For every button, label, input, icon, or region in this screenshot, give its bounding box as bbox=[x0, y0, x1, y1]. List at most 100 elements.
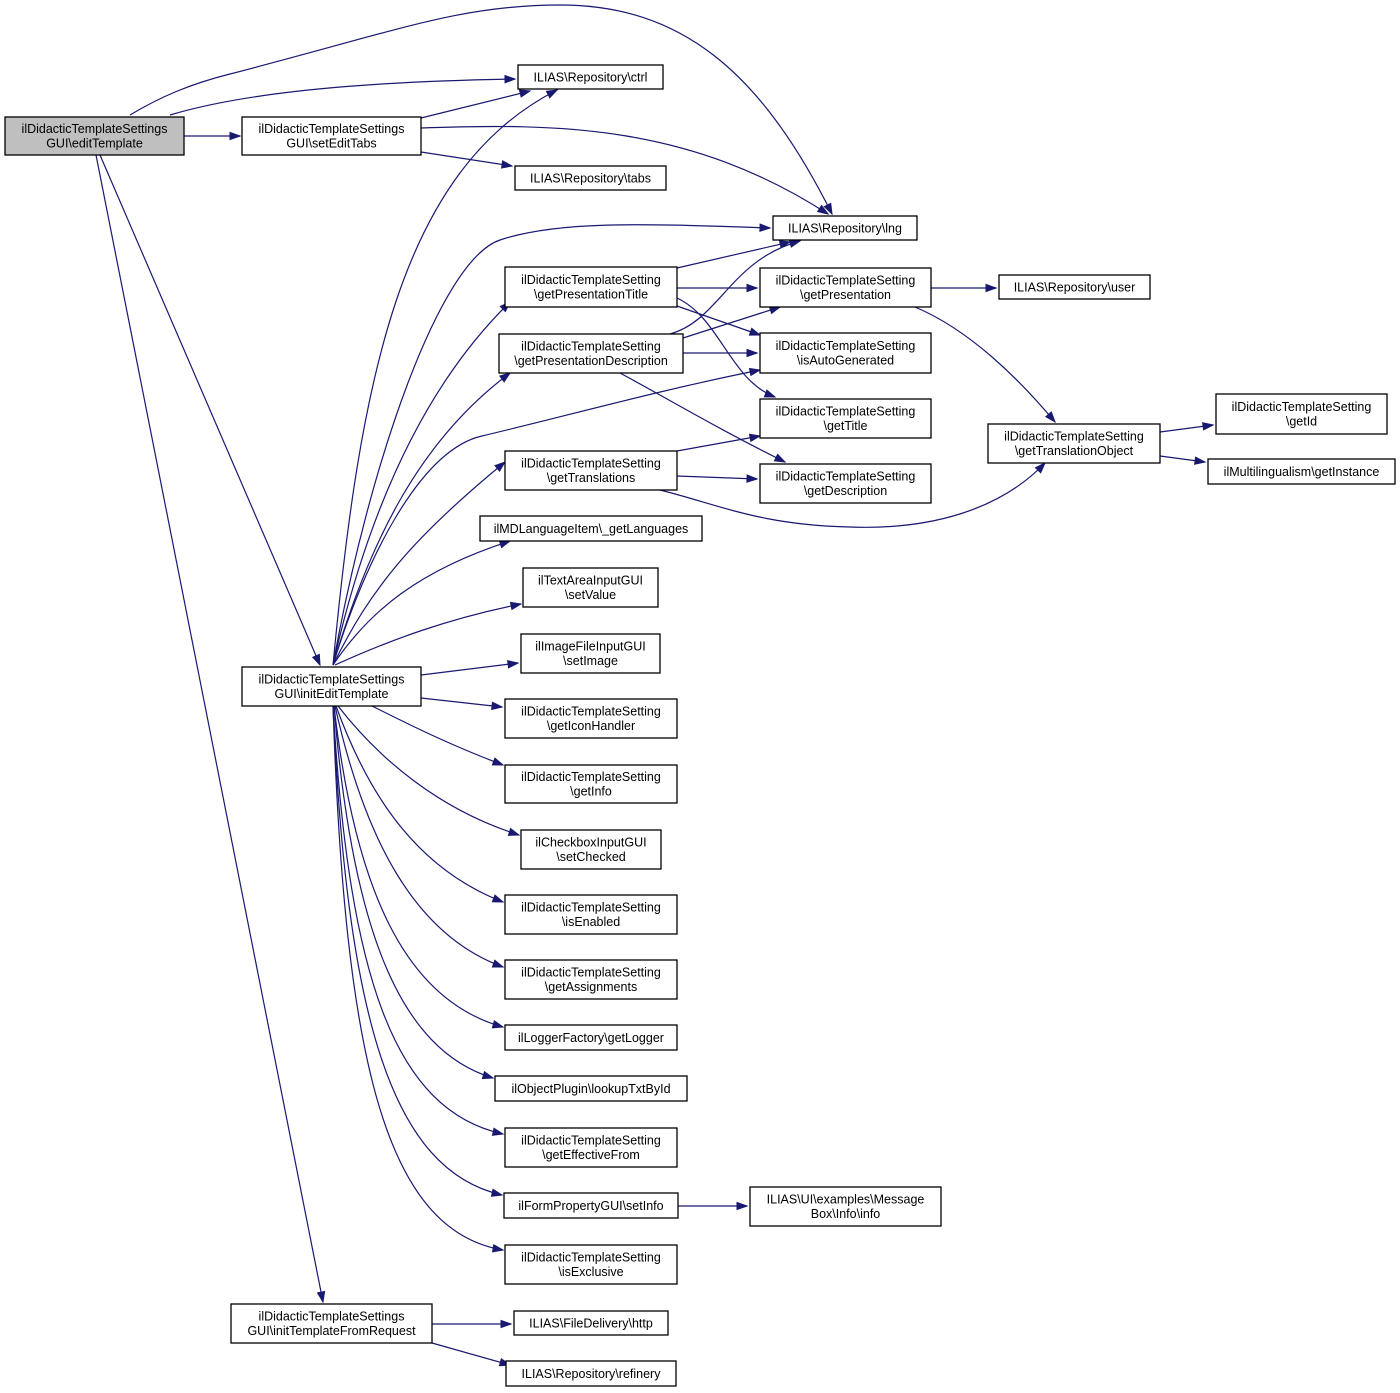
arrowhead bbox=[823, 202, 833, 216]
node-getId[interactable]: ilDidacticTemplateSetting\getId bbox=[1215, 393, 1388, 435]
edge-line bbox=[420, 697, 503, 708]
node-getIconHandler[interactable]: ilDidacticTemplateSetting\getIconHandler bbox=[504, 698, 678, 739]
node-getTranslations[interactable]: ilDidacticTemplateSetting\getTranslation… bbox=[504, 450, 678, 491]
edge-getPresentation-to-getTranslationObject bbox=[914, 306, 1056, 424]
arrowhead bbox=[316, 1290, 326, 1304]
edge-line bbox=[669, 240, 801, 335]
arrowhead bbox=[490, 1188, 504, 1197]
node-tabs[interactable]: ILIAS\Repository\tabs bbox=[514, 165, 667, 191]
edge-setEditTabs-to-tabs bbox=[420, 151, 514, 169]
arrowhead bbox=[778, 240, 792, 249]
edge-initEditTemplate-to-formSetInfo bbox=[332, 705, 504, 1197]
node-getLanguages[interactable]: ilMDLanguageItem\_getLanguages bbox=[479, 515, 703, 542]
arrowhead bbox=[518, 89, 532, 98]
node-isEnabled[interactable]: ilDidacticTemplateSetting\isEnabled bbox=[504, 894, 678, 935]
edge-line bbox=[334, 705, 504, 968]
node-getInfo[interactable]: ilDidacticTemplateSetting\getInfo bbox=[504, 764, 678, 804]
node-checkboxSetChecked[interactable]: ilCheckboxInputGUI\setChecked bbox=[520, 829, 662, 870]
arrowhead bbox=[491, 1127, 505, 1136]
node-label: ILIAS\Repository\lng bbox=[788, 221, 902, 235]
node-label: ilDidacticTemplateSetting bbox=[521, 457, 661, 471]
arrowhead bbox=[229, 131, 242, 141]
node-getInstance[interactable]: ilMultilingualism\getInstance bbox=[1207, 458, 1396, 485]
node-initTemplateFromRequest[interactable]: ilDidacticTemplateSettingsGUI\initTempla… bbox=[230, 1303, 433, 1344]
node-label: ilDidacticTemplateSetting bbox=[776, 274, 916, 288]
node-editTemplate[interactable]: ilDidacticTemplateSettingsGUI\editTempla… bbox=[4, 116, 185, 156]
arrowhead bbox=[748, 367, 762, 377]
arrowhead bbox=[736, 1201, 749, 1211]
node-box bbox=[4, 116, 185, 156]
node-refinery[interactable]: ILIAS\Repository\refinery bbox=[505, 1360, 677, 1387]
node-getPresentation[interactable]: ilDidacticTemplateSetting\getPresentatio… bbox=[759, 267, 932, 308]
edge-setEditTabs-to-lng bbox=[420, 125, 830, 215]
node-isExclusive[interactable]: ilDidacticTemplateSetting\isExclusive bbox=[504, 1244, 678, 1285]
arrowhead bbox=[491, 1020, 505, 1029]
node-box bbox=[230, 1303, 433, 1344]
edge-line bbox=[129, 4, 833, 215]
edge-editTemplate-to-initEditTemplate bbox=[99, 154, 321, 667]
node-textAreaSetValue[interactable]: ilTextAreaInputGUI\setValue bbox=[522, 567, 659, 608]
node-getTitle[interactable]: ilDidacticTemplateSetting\getTitle bbox=[759, 398, 932, 439]
node-label: ilDidacticTemplateSetting bbox=[521, 340, 661, 354]
edge-initEditTemplate-to-getEffectiveFrom bbox=[332, 705, 505, 1136]
node-getPresentationTitle[interactable]: ilDidacticTemplateSetting\getPresentatio… bbox=[504, 266, 678, 308]
node-label: ilObjectPlugin\lookupTxtById bbox=[511, 1082, 670, 1096]
arrowhead bbox=[491, 894, 505, 903]
node-box bbox=[522, 567, 659, 608]
edge-line bbox=[682, 306, 781, 339]
node-formSetInfo[interactable]: ilFormPropertyGUI\setInfo bbox=[503, 1192, 679, 1219]
node-label: ilFormPropertyGUI\setInfo bbox=[518, 1199, 663, 1213]
node-box bbox=[505, 1360, 677, 1387]
node-label: \getEffectiveFrom bbox=[542, 1148, 640, 1162]
node-isAutoGenerated[interactable]: ilDidacticTemplateSetting\isAutoGenerate… bbox=[759, 332, 932, 374]
node-imageSetImage[interactable]: ilImageFileInputGUI\setImage bbox=[520, 633, 661, 674]
node-getEffectiveFrom[interactable]: ilDidacticTemplateSetting\getEffectiveFr… bbox=[504, 1127, 678, 1168]
arrowhead bbox=[816, 204, 830, 215]
node-http[interactable]: ILIAS\FileDelivery\http bbox=[513, 1310, 669, 1336]
node-initEditTemplate[interactable]: ilDidacticTemplateSettingsGUI\initEditTe… bbox=[241, 666, 422, 707]
node-label: ILIAS\Repository\refinery bbox=[522, 1367, 662, 1381]
node-box bbox=[241, 116, 422, 156]
node-label: ILIAS\Repository\tabs bbox=[530, 171, 651, 185]
node-label: \isAutoGenerated bbox=[797, 354, 894, 368]
arrowhead bbox=[1202, 422, 1215, 431]
edge-editTemplate-to-ctrl bbox=[169, 74, 517, 116]
node-setEditTabs[interactable]: ilDidacticTemplateSettingsGUI\setEditTab… bbox=[241, 116, 422, 156]
node-box bbox=[759, 332, 932, 374]
node-label: \getPresentationTitle bbox=[534, 288, 648, 302]
node-label: ilCheckboxInputGUI bbox=[535, 836, 646, 850]
node-user[interactable]: ILIAS\Repository\user bbox=[998, 274, 1151, 300]
node-getLogger[interactable]: ilLoggerFactory\getLogger bbox=[504, 1024, 678, 1051]
edge-formSetInfo-to-messageBoxInfo bbox=[678, 1201, 749, 1211]
node-box bbox=[504, 764, 678, 804]
arrowhead bbox=[500, 1319, 513, 1329]
node-label: \getPresentation bbox=[800, 288, 891, 302]
arrowhead bbox=[491, 959, 505, 968]
node-getPresentationDescription[interactable]: ilDidacticTemplateSetting\getPresentatio… bbox=[498, 333, 684, 374]
node-lookupTxtById[interactable]: ilObjectPlugin\lookupTxtById bbox=[494, 1075, 688, 1102]
node-box bbox=[504, 450, 678, 491]
node-lng[interactable]: ILIAS\Repository\lng bbox=[772, 215, 918, 241]
edge-line bbox=[332, 540, 511, 666]
edge-line bbox=[431, 1342, 511, 1366]
edge-line bbox=[619, 372, 786, 463]
node-box bbox=[498, 333, 684, 374]
arrowhead bbox=[759, 223, 772, 232]
edge-editTemplate-to-setEditTabs bbox=[184, 131, 242, 141]
edge-initEditTemplate-to-ctrl bbox=[332, 89, 559, 666]
node-getTranslationObject[interactable]: ilDidacticTemplateSetting\getTranslation… bbox=[987, 423, 1161, 464]
node-label: ILIAS\Repository\user bbox=[1014, 280, 1136, 294]
node-label: ilDidacticTemplateSetting bbox=[521, 901, 661, 915]
node-getDescription[interactable]: ilDidacticTemplateSetting\getDescription bbox=[759, 463, 932, 504]
node-ctrl[interactable]: ILIAS\Repository\ctrl bbox=[517, 64, 664, 90]
edge-line bbox=[676, 241, 791, 269]
node-getAssignments[interactable]: ilDidacticTemplateSetting\getAssignments bbox=[504, 959, 678, 1000]
edge-getTranslations-to-getDescription bbox=[676, 474, 759, 483]
node-label: \isExclusive bbox=[558, 1265, 623, 1279]
edge-getTranslations-to-getTitle bbox=[676, 433, 762, 452]
arrowhead bbox=[788, 239, 802, 248]
edge-line bbox=[332, 461, 506, 666]
edge-line bbox=[332, 705, 503, 1196]
node-label: ILIAS\Repository\ctrl bbox=[534, 70, 648, 84]
